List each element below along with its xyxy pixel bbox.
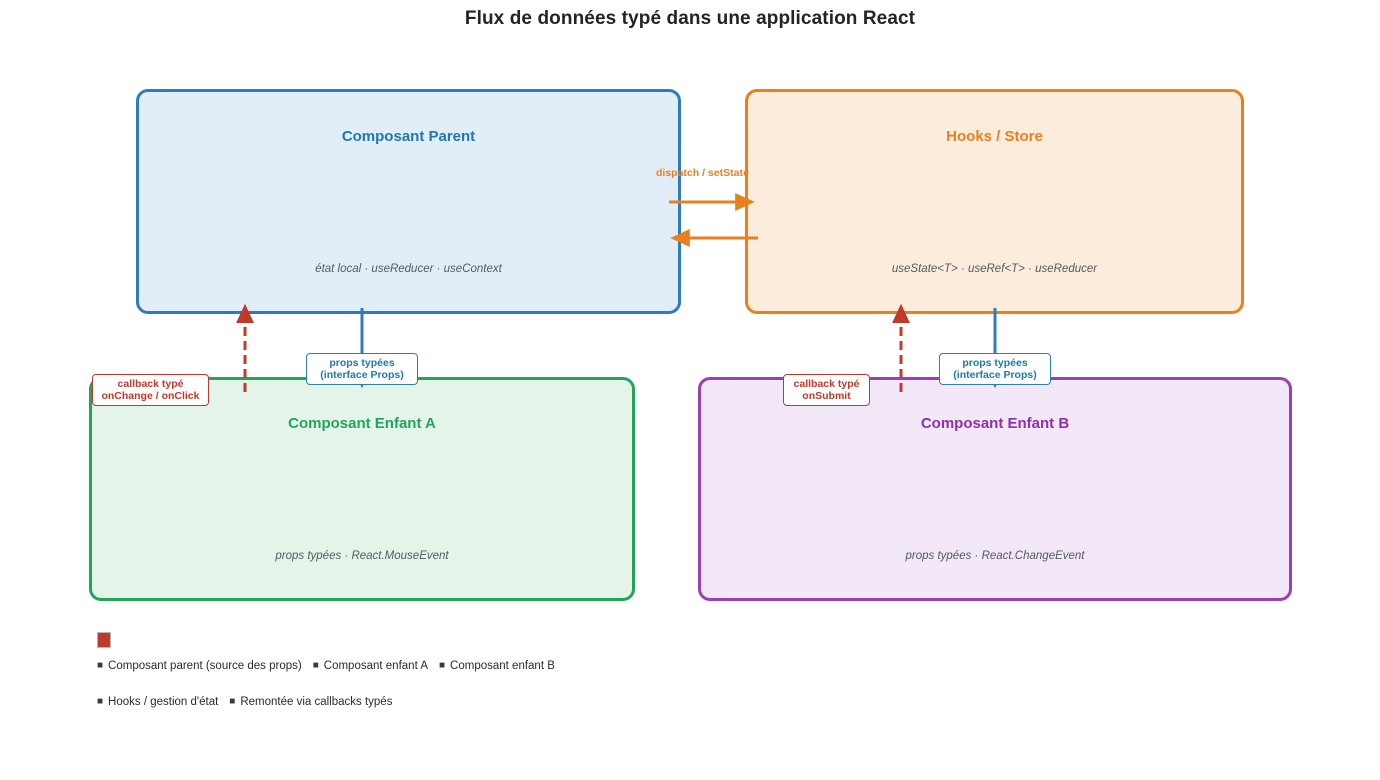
legend-item: ■ Hooks / gestion d'état	[97, 696, 218, 708]
legend-item: ■ Remontée via callbacks typés	[229, 696, 392, 708]
node-hooks-title: Hooks / Store	[946, 128, 1043, 145]
edge-label-props-child-b: props typées (interface Props)	[939, 353, 1051, 385]
legend-item: ■ Composant parent (source des props)	[97, 660, 302, 672]
node-child-a-subtitle: props typées · React.MouseEvent	[275, 550, 449, 562]
legend-bullet-icon: ■	[229, 696, 236, 707]
legend-bullet-icon: ■	[97, 660, 104, 671]
edge-label-callback-child-a: callback typé onChange / onClick	[92, 374, 209, 406]
node-hooks-subtitle: useState<T> · useRef<T> · useReducer	[891, 263, 1098, 275]
edge-label-props-child-a: props typées (interface Props)	[306, 353, 418, 385]
legend-row-primary: ■ Composant parent (source des props) ■ Com…	[97, 660, 797, 672]
edge-label-callback-child-b: callback typé onSubmit	[783, 374, 870, 406]
node-child-b-subtitle: props typées · React.ChangeEvent	[905, 550, 1085, 562]
legend-bullet-icon: ■	[312, 660, 319, 671]
legend-item-label: Remontée via callbacks typés	[240, 696, 393, 708]
node-parent-title: Composant Parent	[341, 128, 476, 145]
node-child-b-title: Composant Enfant B	[920, 415, 1070, 432]
legend-item-label: Composant enfant A	[323, 660, 428, 672]
legend: ■ Composant parent (source des props) ■ Com…	[97, 632, 797, 708]
legend-item-label: Composant enfant B	[450, 660, 555, 672]
page-title: Flux de données typé dans une applicatio…	[464, 8, 916, 29]
edge-label-dispatch: dispatch / setState	[656, 167, 749, 179]
legend-item-label: Composant parent (source des props)	[108, 660, 302, 672]
node-composant-enfant-b[interactable]: Composant Enfant B props typées · React.…	[698, 377, 1292, 601]
legend-color-swatch	[97, 632, 111, 648]
legend-item: ■ Composant enfant A	[313, 660, 428, 672]
legend-bullet-icon: ■	[97, 696, 104, 707]
legend-bullet-icon: ■	[439, 660, 446, 671]
legend-item: ■ Composant enfant B	[439, 660, 555, 672]
legend-item-label: Hooks / gestion d'état	[108, 696, 219, 708]
node-child-a-title: Composant Enfant A	[288, 415, 436, 432]
node-parent-subtitle: état local · useReducer · useContext	[315, 263, 502, 275]
legend-row-secondary: ■ Hooks / gestion d'état ■ Remontée via cal…	[97, 696, 797, 708]
